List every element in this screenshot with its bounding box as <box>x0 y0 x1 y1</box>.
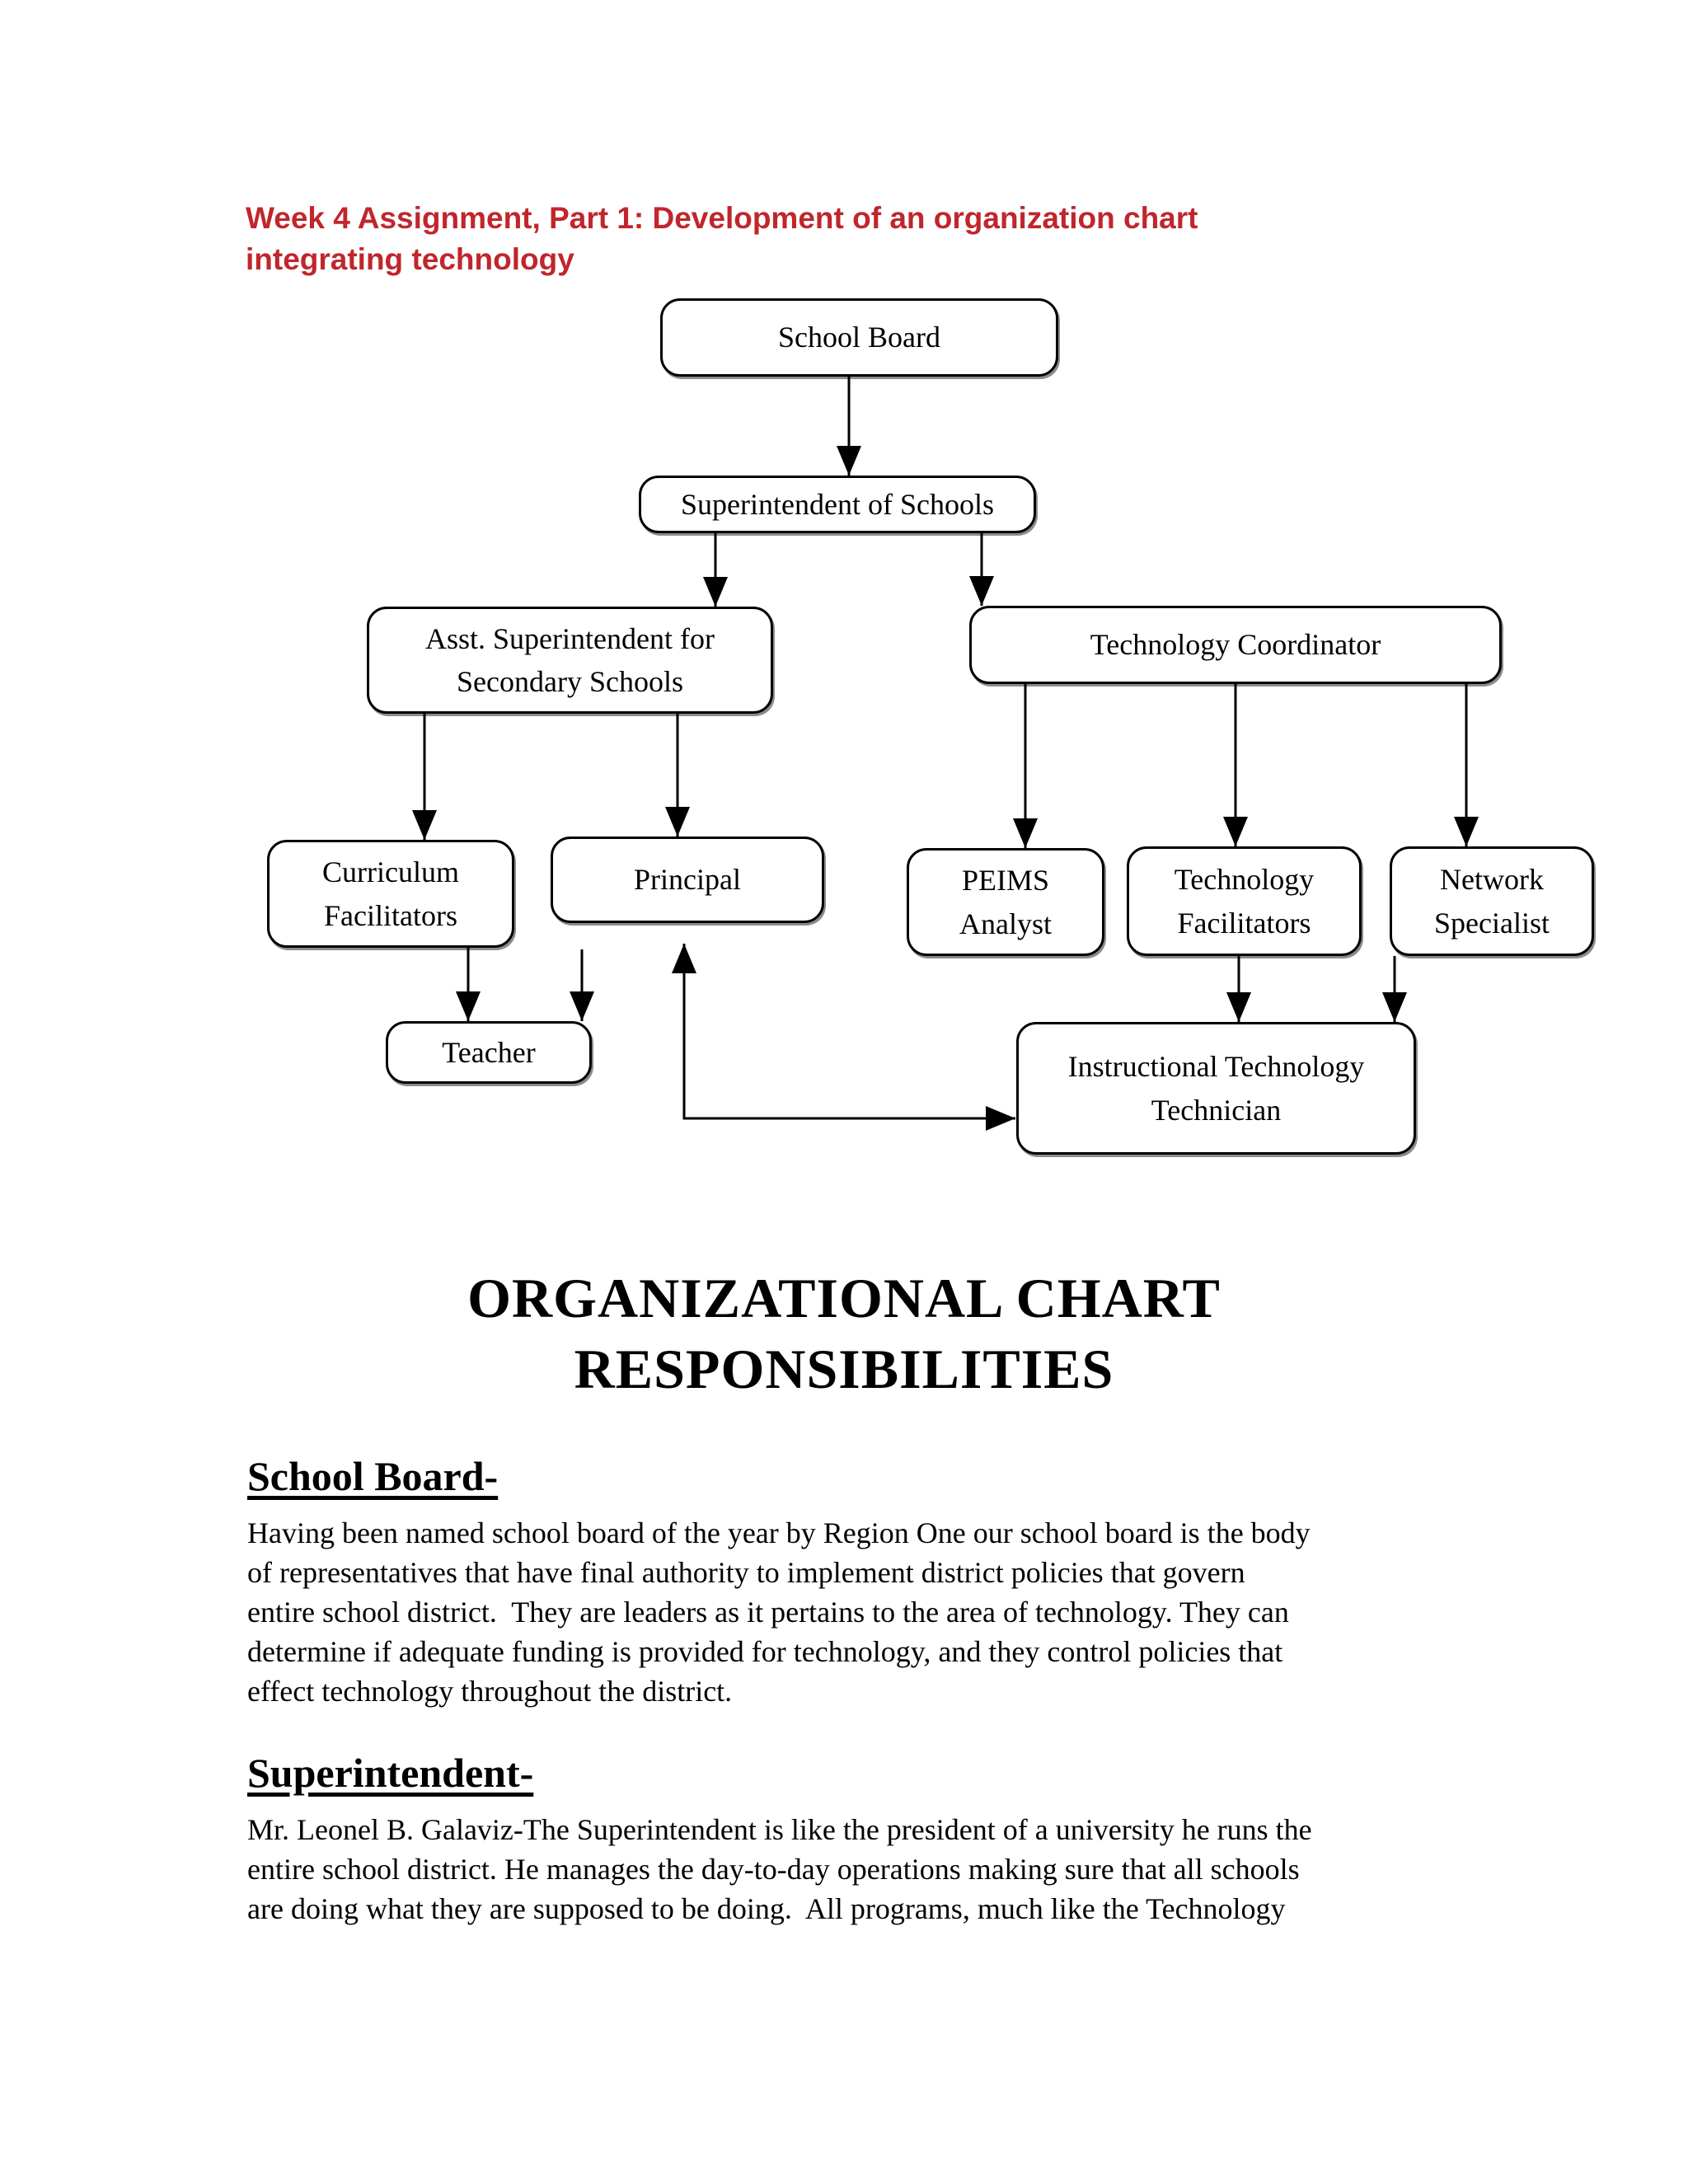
arrowhead-into-principal <box>986 1106 1015 1131</box>
org-node-curriculum-facilitators: Curriculum Facilitators <box>267 840 514 948</box>
org-node-superintendent: Superintendent of Schools <box>639 476 1036 533</box>
org-node-label: Superintendent of Schools <box>681 487 994 521</box>
section-superintendent-body: Mr. Leonel B. Galaviz-The Superintendent… <box>247 1813 1312 1925</box>
org-node-principal: Principal <box>551 837 824 923</box>
org-node-school-board: School Board <box>660 298 1058 377</box>
section-school-board-body: Having been named school board of the ye… <box>247 1516 1311 1708</box>
assignment-title: Week 4 Assignment, Part 1: Development o… <box>246 201 1198 276</box>
section-superintendent: Superintendent- Mr. Leonel B. Galaviz-Th… <box>247 1749 1492 1929</box>
arrowhead-into-technology-coordinator <box>969 576 994 606</box>
org-node-label: School Board <box>778 321 940 354</box>
org-node-asst-superintendent: Asst. Superintendent for Secondary Schoo… <box>367 607 773 714</box>
responsibilities-heading: ORGANIZATIONAL CHART RESPONSIBILITIES <box>467 1267 1221 1400</box>
arrowhead-into-technology-facilitators <box>1223 817 1248 846</box>
section-superintendent-heading: Superintendent- <box>247 1750 534 1796</box>
org-node-technology-coordinator: Technology Coordinator <box>969 606 1502 684</box>
section-school-board: School Board- Having been named school b… <box>247 1452 1492 1711</box>
arrowhead-into-teacher <box>456 991 481 1021</box>
arrowhead-into-asst-superintendent <box>703 577 728 607</box>
org-node-network-specialist: Network Specialist <box>1390 846 1594 956</box>
org-node-label: Instructional Technology Technician <box>1067 1050 1365 1127</box>
arrowhead-into-network-specialist <box>1454 817 1479 846</box>
arrowhead-into-teacher <box>570 991 594 1021</box>
org-node-label: Curriculum Facilitators <box>322 855 459 932</box>
org-node-label: Teacher <box>442 1035 536 1069</box>
arrowhead-into-instructional-technology-technician <box>1226 992 1251 1022</box>
org-node-teacher: Teacher <box>386 1021 592 1084</box>
arrowhead-into-instructional-technology-technician <box>672 944 696 973</box>
org-node-peims-analyst: PEIMS Analyst <box>907 848 1104 956</box>
arrowhead-into-superintendent <box>837 446 861 476</box>
org-node-instructional-technology-technician: Instructional Technology Technician <box>1016 1022 1416 1155</box>
org-node-label: Technology Facilitators <box>1174 863 1315 940</box>
arrowhead-into-principal <box>665 807 690 837</box>
org-node-label: Principal <box>634 863 741 897</box>
org-node-label: Technology Coordinator <box>1090 628 1381 662</box>
org-node-label: Asst. Superintendent for Secondary Schoo… <box>425 621 715 698</box>
org-node-label: Network Specialist <box>1434 863 1550 940</box>
arrowhead-into-curriculum-facilitators <box>412 810 437 840</box>
org-node-label: PEIMS Analyst <box>959 864 1052 940</box>
section-school-board-heading: School Board- <box>247 1453 499 1499</box>
org-chart-connectors <box>412 377 1479 1131</box>
arrowhead-into-instructional-technology-technician <box>1382 992 1407 1022</box>
arrowhead-into-peims-analyst <box>1013 818 1038 848</box>
connector-instructional-technology-technician-to-principal <box>682 944 1015 1120</box>
org-node-technology-facilitators: Technology Facilitators <box>1127 846 1362 956</box>
